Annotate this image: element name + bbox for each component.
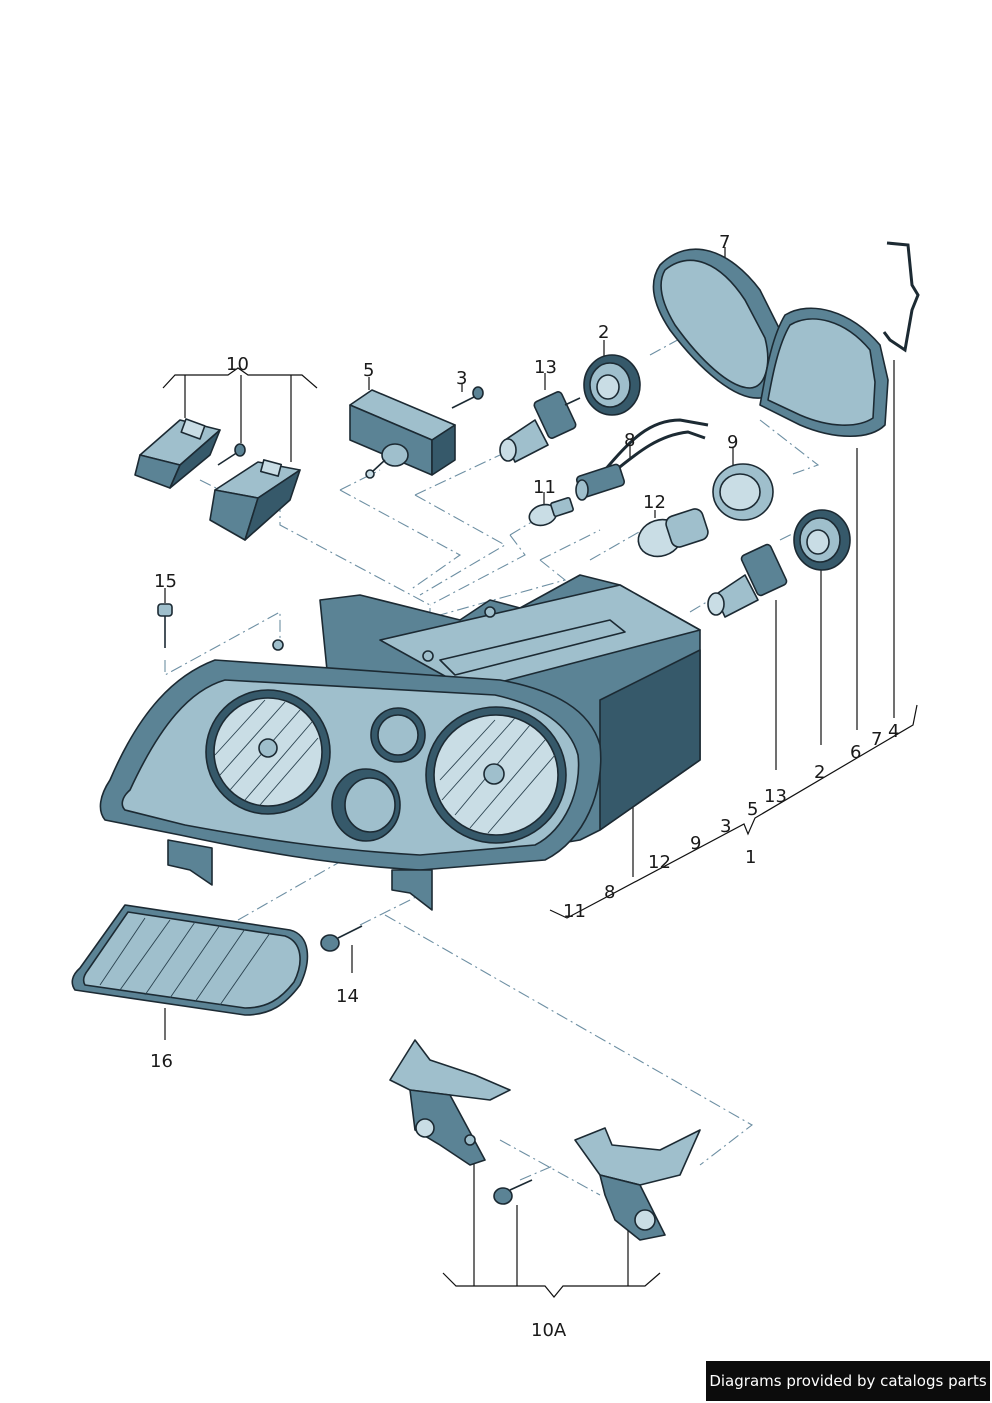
callout-8-top: 8	[624, 430, 635, 451]
part-8-wiring-socket	[575, 418, 709, 501]
callout-12-right: 12	[648, 852, 671, 873]
footer-banner: Diagrams provided by catalogs parts	[706, 1361, 990, 1401]
callout-1: 1	[745, 847, 756, 868]
part-7-headlamp-cover-large	[652, 248, 785, 399]
leader-lines	[162, 247, 918, 1298]
callout-9-right: 9	[690, 833, 701, 854]
part-3-screw-top	[451, 386, 484, 409]
part-10-control-unit	[134, 418, 221, 489]
callout-5-right: 5	[747, 799, 758, 820]
part-13-halogen-bulb-lower	[707, 543, 788, 618]
part-11-wedge-bulb	[528, 496, 574, 527]
part-7-headlamp-cover-small	[759, 307, 889, 438]
part-2-bulb-socket-top	[583, 354, 641, 416]
callout-16: 16	[150, 1051, 173, 1072]
part-10-mounting-bracket	[209, 459, 301, 541]
callout-11-right: 11	[563, 901, 586, 922]
callout-9-top: 9	[727, 432, 738, 453]
callout-3-right: 3	[720, 816, 731, 837]
callout-12-top: 12	[643, 492, 666, 513]
callout-11-top: 11	[533, 477, 556, 498]
callout-8-right: 8	[604, 882, 615, 903]
callout-15: 15	[154, 571, 177, 592]
callout-4: 4	[888, 721, 899, 742]
part-10a-screw	[493, 1179, 533, 1205]
part-1-headlamp-assembly	[99, 574, 701, 911]
callout-3-top: 3	[456, 368, 467, 389]
part-5-range-control-motor	[349, 389, 456, 479]
callout-14: 14	[336, 986, 359, 1007]
callout-13-right: 13	[764, 786, 787, 807]
part-9-bulb-socket	[712, 463, 774, 521]
callout-13-top: 13	[534, 357, 557, 378]
callout-labels: 7 2 10 5 13 3 8 9 11 12 15 4 7 6 2 13 5 …	[150, 232, 899, 1341]
callout-10a: 10A	[531, 1320, 567, 1341]
part-13-halogen-bulb-top	[499, 391, 581, 463]
callout-7-top: 7	[719, 232, 730, 253]
callout-10: 10	[226, 354, 249, 375]
part-4-retaining-clip	[882, 241, 920, 353]
part-16-lens-cover	[71, 904, 309, 1016]
callout-6: 6	[850, 742, 861, 763]
callout-5-top: 5	[363, 360, 374, 381]
part-10-screw	[217, 443, 246, 466]
part-14-screw	[320, 925, 363, 952]
part-12-indicator-bulb	[637, 508, 709, 558]
part-2-bulb-socket-lower	[793, 509, 851, 571]
part-10a-bracket-left	[389, 1039, 511, 1166]
callout-2-right: 2	[814, 762, 825, 783]
callout-2-top: 2	[598, 322, 609, 343]
part-15-screw	[157, 603, 173, 648]
callout-7-right: 7	[871, 729, 882, 750]
part-10a-bracket-right	[574, 1127, 701, 1241]
